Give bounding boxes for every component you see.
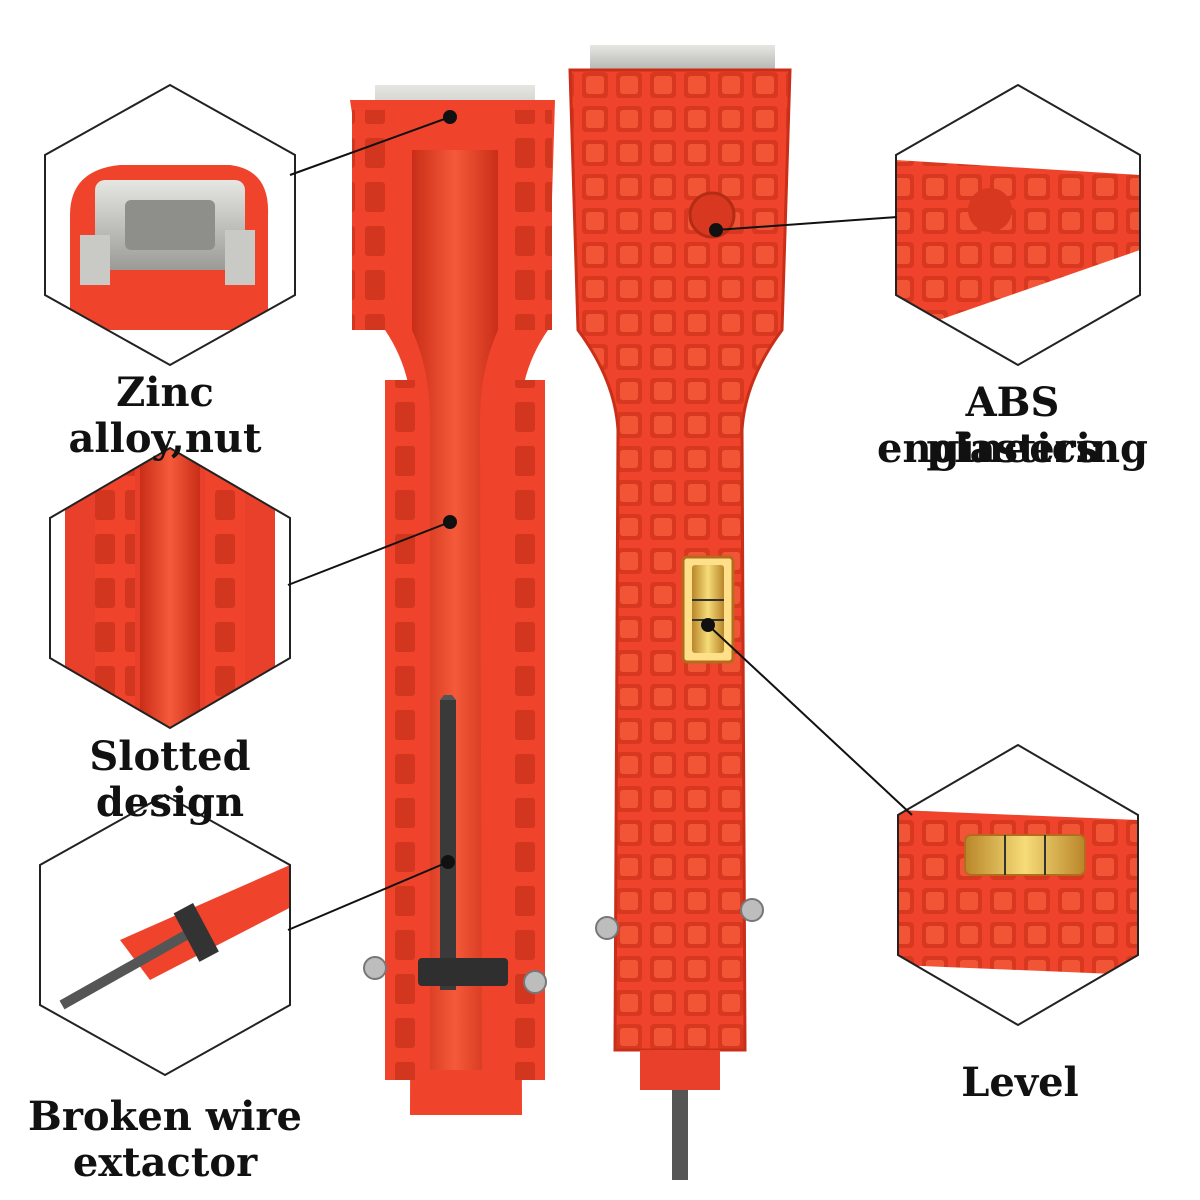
wire-extractor-rod: [440, 700, 456, 990]
label-abs-line1: ABS engineering: [877, 379, 1148, 472]
screw-icon: [595, 916, 619, 940]
screw-icon: [523, 970, 547, 994]
detail-hex-level: [897, 743, 1139, 1027]
label-abs-line2: plastics: [926, 425, 1099, 472]
right-wrench-closed-view: [568, 45, 792, 1180]
side-hole: [688, 191, 736, 239]
label-zinc-alloy: Zinc alloy,nut: [68, 369, 262, 462]
detail-hex-slotted: [49, 446, 291, 730]
label-level: Level: [961, 1059, 1079, 1106]
detail-hex-abs: [895, 83, 1141, 367]
callout-lines: [287, 110, 913, 931]
detail-hex-extractor: [39, 793, 291, 1077]
screw-icon: [363, 956, 387, 980]
label-broken-wire-line1: Broken wire: [28, 1093, 302, 1140]
right-wrench-body: [570, 70, 790, 1050]
detail-hex-zinc-nut: [44, 83, 296, 367]
threaded-screw: [672, 1090, 688, 1180]
label-slotted-design: Slotted design: [89, 733, 251, 826]
slotted-channel: [412, 150, 498, 1070]
extractor-t-handle: [418, 958, 508, 986]
screw-icon: [740, 898, 764, 922]
label-broken-wire-line2: extactor: [72, 1139, 258, 1186]
left-wrench-open-view: [350, 85, 555, 1115]
